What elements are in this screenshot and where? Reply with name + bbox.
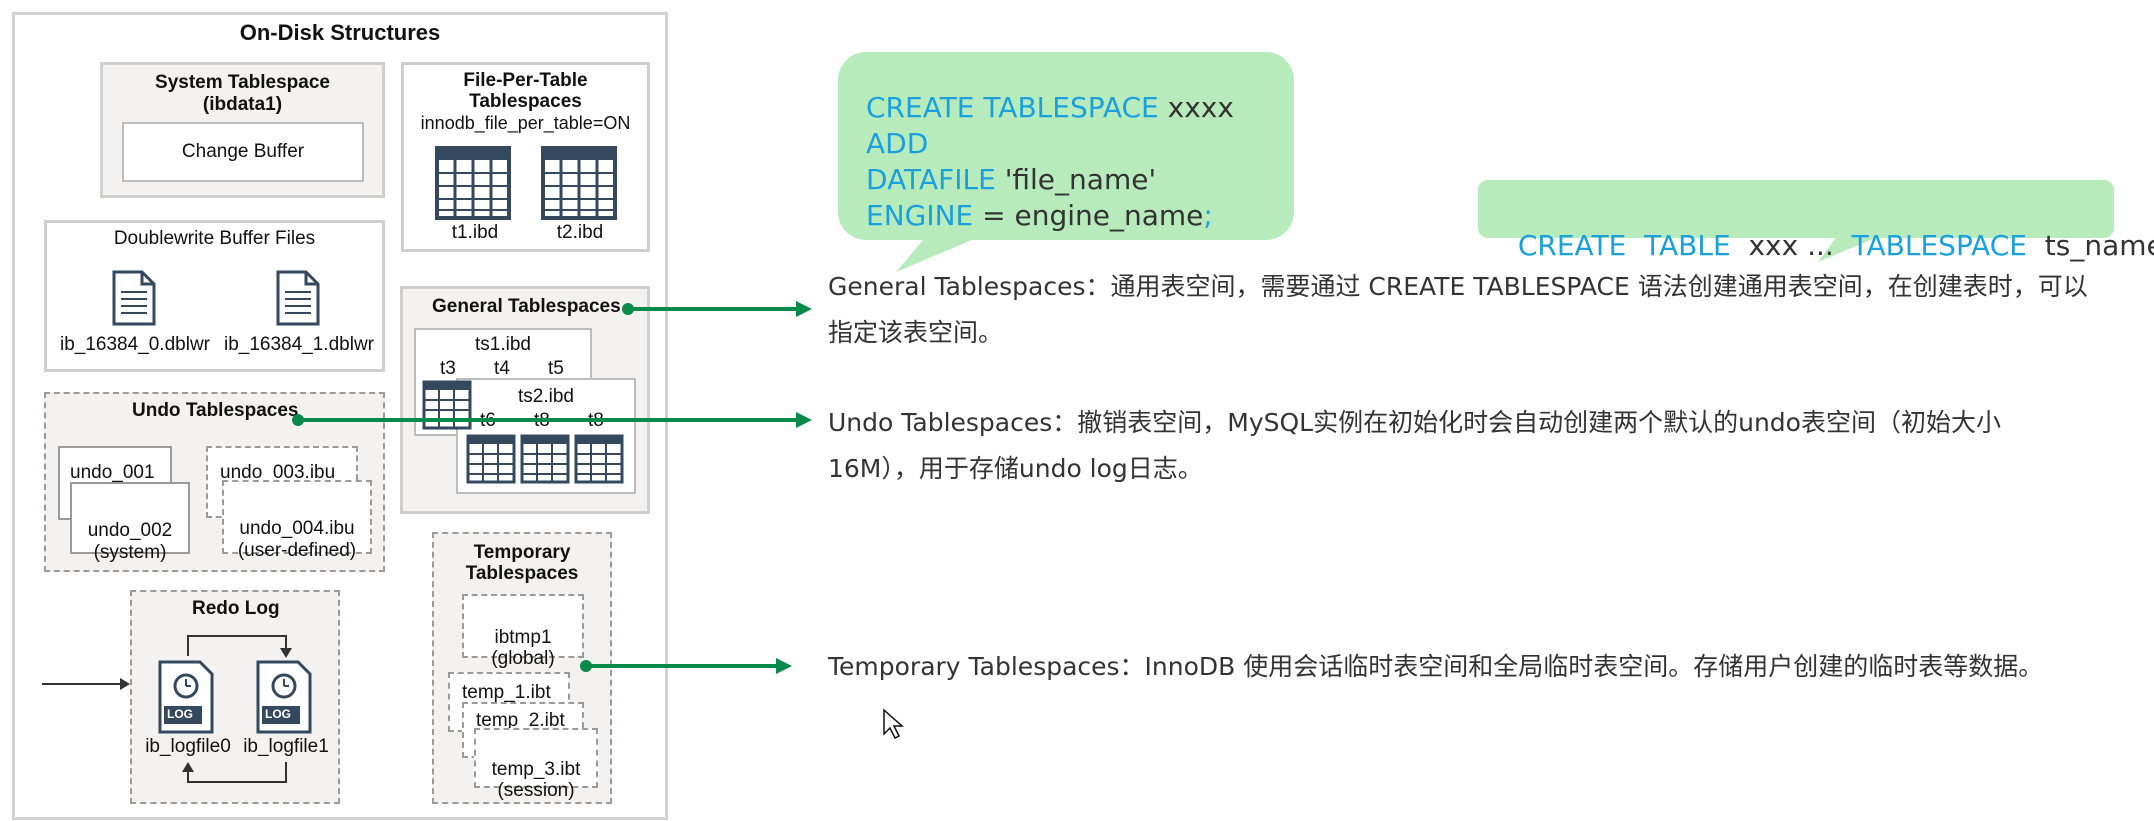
ts2-ibd-label: ts2.ibd — [518, 386, 574, 407]
undo-002-label: undo_002 (system) — [87, 520, 173, 563]
t2-ibd-label: t2.ibd — [556, 222, 604, 243]
t2-table-icon — [541, 146, 617, 220]
ts2-table-icon-3 — [574, 434, 624, 484]
ib-logfile1-label: ib_logfile1 — [243, 736, 329, 757]
undo-description: Undo Tablespaces：撤销表空间，MySQL实例在初始化时会自动创建… — [828, 408, 2001, 483]
general-arrow — [622, 301, 812, 317]
ibtmp1-box: ibtmp1 (global) — [462, 594, 584, 669]
general-tablespaces-title: General Tablespaces — [432, 296, 621, 317]
ts2-table-icon-2 — [520, 434, 570, 484]
dblwr-file-0-label: ib_16384_0.dblwr — [59, 334, 210, 355]
undo-004-label: undo_004.ibu (user-defined) — [237, 518, 357, 561]
diagram-title: On-Disk Structures — [239, 20, 441, 45]
temporary-description: Temporary Tablespaces：InnoDB 使用会话临时表空间和全… — [828, 652, 2044, 681]
undo-003-label: undo_003.ibu — [220, 462, 336, 483]
dblwr-doc-icon-1 — [276, 270, 320, 326]
temp-2-label: temp_2.ibt — [476, 710, 565, 731]
create-table-bubble: CREATE TABLE xxx ... TABLESPACE ts_name; — [1478, 180, 2154, 262]
create-tablespace-line1: CREATE TABLESPACE xxxx ADD — [866, 91, 1234, 160]
ib-logfile1-icon — [256, 660, 312, 734]
doublewrite-title: Doublewrite Buffer Files — [113, 228, 316, 249]
file-per-table-setting: innodb_file_per_table=ON — [420, 113, 631, 133]
log-text-1: LOG — [265, 707, 291, 721]
undo-002-box: undo_002 (system) — [70, 482, 190, 563]
ib-logfile0-label: ib_logfile0 — [145, 736, 231, 757]
ibtmp1-label: ibtmp1 (global) — [491, 627, 555, 669]
ts2-table-icon-1 — [466, 434, 516, 484]
doublewrite-box — [44, 220, 385, 372]
redo-top-arrow — [187, 635, 287, 656]
redo-bottom-arrow — [187, 762, 287, 783]
dblwr-doc-icon-0 — [112, 270, 156, 326]
t1-ibd-label: t1.ibd — [451, 222, 499, 243]
temp-3-box: temp_3.ibt (session) — [474, 728, 598, 801]
dblwr-file-1-label: ib_16384_1.dblwr — [223, 334, 374, 355]
general-description: General Tablespaces：通用表空间，需要通过 CREATE TA… — [828, 272, 2088, 347]
log-text-0: LOG — [167, 707, 193, 721]
mouse-cursor-icon — [883, 708, 904, 740]
change-buffer-box: Change Buffer — [122, 122, 364, 182]
undo-004-box: undo_004.ibu (user-defined) — [222, 480, 372, 561]
system-tablespace-title: System Tablespace (ibdata1) — [155, 72, 330, 115]
temp-1-label: temp_1.ibt — [462, 682, 551, 703]
redo-log-title: Redo Log — [192, 598, 280, 619]
ts1-ibd-label: ts1.ibd — [475, 334, 531, 355]
undo-001-label: undo_001 — [70, 462, 155, 483]
ib-logfile0-icon — [158, 660, 214, 734]
temp-3-label: temp_3.ibt (session) — [491, 759, 581, 801]
create-tablespace-bubble: CREATE TABLESPACE xxxx ADD DATAFILE 'fil… — [838, 52, 1294, 240]
create-tablespace-line3: ENGINE = engine_name; — [866, 199, 1213, 232]
create-tablespace-line2: DATAFILE 'file_name' — [866, 163, 1157, 196]
undo-tablespaces-title: Undo Tablespaces — [132, 400, 299, 421]
t1-table-icon — [435, 146, 511, 220]
change-buffer-label: Change Buffer — [181, 141, 305, 162]
undo-arrow — [292, 412, 812, 428]
temporary-tablespaces-title: Temporary Tablespaces — [465, 542, 579, 584]
ts1-table-t4: t4 — [494, 358, 510, 379]
ts1-table-t5: t5 — [548, 358, 564, 379]
temporary-arrow — [580, 658, 792, 674]
ts1-table-t3: t3 — [440, 358, 456, 379]
file-per-table-title: File-Per-Table Tablespaces — [463, 70, 588, 112]
bubble-tail-2 — [1818, 232, 1880, 262]
